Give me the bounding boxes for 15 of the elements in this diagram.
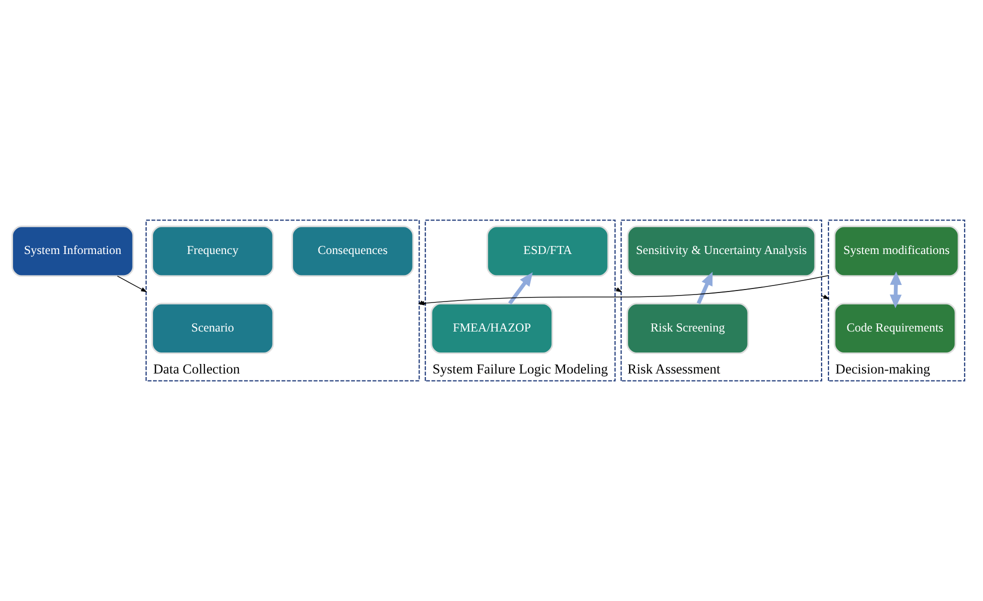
arrow <box>821 294 830 300</box>
node-box: System modifications <box>834 226 960 277</box>
node-box: ESD/FTA <box>486 226 609 277</box>
arrow <box>696 272 713 304</box>
node-box: Consequences <box>291 226 414 277</box>
node-box: Scenario <box>151 302 274 354</box>
arrow <box>116 276 148 292</box>
node-box: Sensitivity & Uncertainty Analysis <box>626 226 816 277</box>
node-box: Risk Screening <box>626 302 749 354</box>
node-box: FMEA/HAZOP <box>430 302 554 354</box>
node-box: Frequency <box>151 226 274 277</box>
arrow <box>508 272 533 305</box>
node-box: Code Requirements <box>834 302 956 354</box>
arrow <box>890 271 902 308</box>
node-box: System Information <box>12 226 134 277</box>
